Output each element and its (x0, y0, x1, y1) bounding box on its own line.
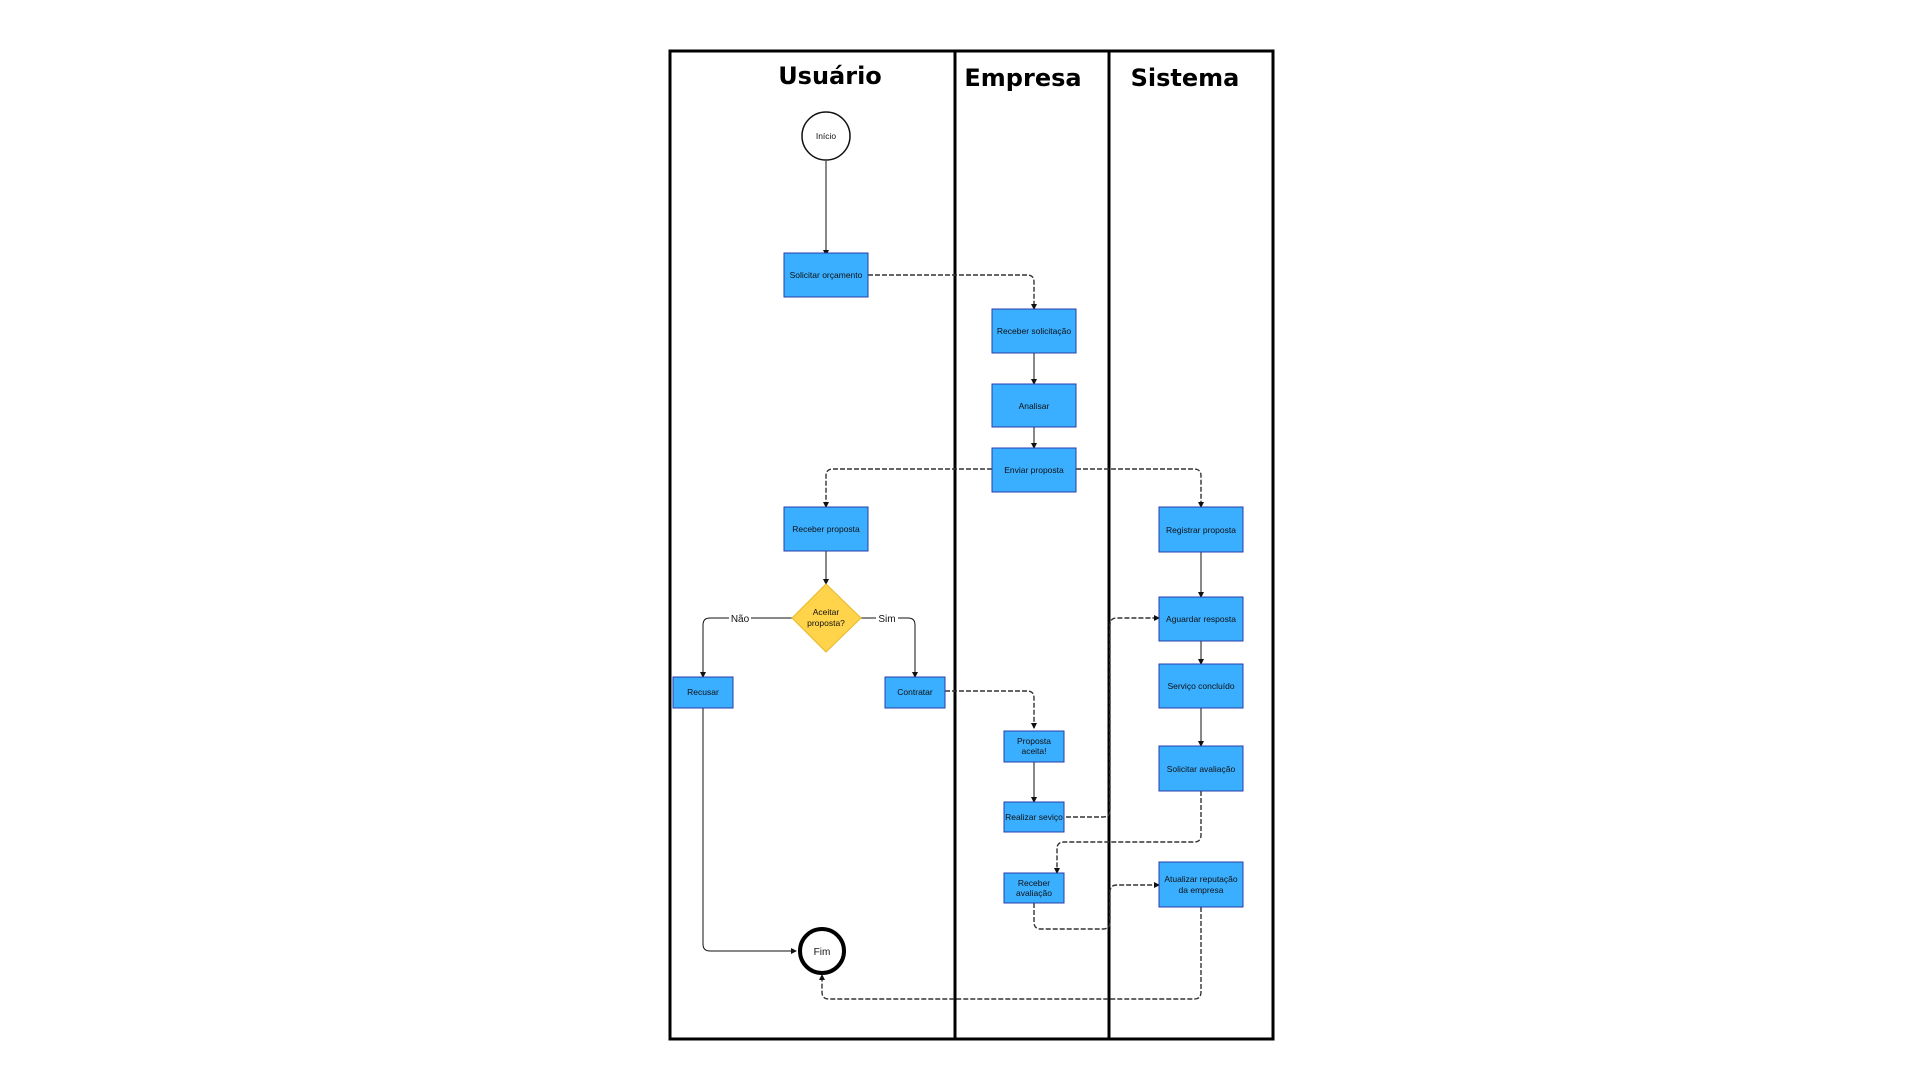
node-atualizar-reputacao[interactable]: Atualizar reputação da empresa (1158, 861, 1244, 908)
start-event-circle (801, 111, 851, 161)
node-realizar-servico-label: Realizar seviço (1005, 812, 1063, 822)
node-receber-avaliacao-label-1: Receber (1018, 878, 1050, 888)
node-contratar[interactable]: Contratar (884, 676, 946, 709)
node-proposta-aceita-label-2: aceita! (1021, 746, 1046, 756)
task-box (1003, 872, 1065, 904)
task-box (1003, 801, 1065, 833)
node-aceitar-proposta-label-2: proposta? (807, 618, 845, 628)
node-recusar-label: Recusar (687, 687, 719, 697)
task-box (1158, 861, 1244, 908)
node-servico-concluido[interactable]: Serviço concluído (1158, 663, 1244, 709)
task-box (783, 252, 869, 298)
node-receber-avaliacao[interactable]: Receber avaliação (1003, 872, 1065, 904)
node-fim-label: Fim (814, 947, 831, 958)
node-solicitar-avaliacao[interactable]: Solicitar avaliação (1158, 745, 1244, 792)
end-event-circle (798, 927, 846, 975)
node-proposta-aceita[interactable]: Proposta aceita! (1003, 730, 1065, 763)
msg-realizar-aguardar (1066, 615, 1160, 818)
msg-enviar-sistema (1076, 468, 1204, 508)
node-receber-solicitacao[interactable]: Receber solicitação (991, 308, 1077, 354)
task-box (991, 383, 1077, 428)
node-analisar-label: Analisar (1019, 401, 1050, 411)
edge-label-nao: Não (731, 614, 750, 625)
task-box (783, 506, 869, 552)
msg-enviar-usuario (823, 468, 992, 508)
label-bg-sim (876, 611, 898, 625)
lane-title-sistema: Sistema (1131, 64, 1240, 92)
node-registrar-proposta[interactable]: Registrar proposta (1158, 506, 1244, 553)
lane-title-usuario: Usuário (778, 62, 882, 90)
task-box (1158, 506, 1244, 553)
node-receber-avaliacao-label-2: avaliação (1016, 888, 1052, 898)
lane-title-empresa: Empresa (964, 64, 1081, 92)
node-solicitar-avaliacao-label: Solicitar avaliação (1167, 764, 1236, 774)
edge-label-sim: Sim (878, 614, 895, 625)
task-box (884, 676, 946, 709)
node-recusar[interactable]: Recusar (672, 676, 734, 709)
node-aceitar-proposta-label-1: Aceitar (813, 607, 840, 617)
node-aguardar-resposta-label: Aguardar resposta (1166, 614, 1236, 624)
node-receber-solicitacao-label: Receber solicitação (997, 326, 1071, 336)
node-receber-proposta-label: Receber proposta (792, 524, 860, 534)
node-atualizar-reputacao-label-1: Atualizar reputação (1164, 874, 1238, 884)
node-aguardar-resposta[interactable]: Aguardar resposta (1158, 596, 1244, 642)
node-servico-concluido-label: Serviço concluído (1167, 681, 1234, 691)
node-aceitar-proposta[interactable]: Aceitar proposta? (791, 583, 862, 653)
msg-receber-aval-atualizar (1033, 882, 1160, 930)
node-realizar-servico[interactable]: Realizar seviço (1003, 801, 1065, 833)
node-fim[interactable]: Fim (798, 927, 846, 975)
solid-flows (700, 161, 1204, 954)
node-proposta-aceita-label-1: Proposta (1017, 736, 1051, 746)
node-solicitar-orcamento-label: Solicitar orçamento (790, 270, 863, 280)
msg-atualizar-fim (819, 907, 1202, 1000)
node-atualizar-reputacao-label-2: da empresa (1179, 885, 1224, 895)
node-inicio-label: Início (816, 131, 837, 141)
node-inicio[interactable]: Início (801, 111, 851, 161)
node-registrar-proposta-label: Registrar proposta (1166, 525, 1236, 535)
flow-decisao-sim (861, 617, 918, 678)
task-box (672, 676, 734, 709)
task-box (1003, 730, 1065, 763)
node-enviar-proposta[interactable]: Enviar proposta (991, 447, 1077, 493)
msg-solicitar-aval-receber (1054, 791, 1202, 874)
label-bg-nao (729, 611, 751, 625)
task-box (1158, 596, 1244, 642)
task-box (991, 447, 1077, 493)
node-analisar[interactable]: Analisar (991, 383, 1077, 428)
task-box (1158, 745, 1244, 792)
flow-decisao-nao (700, 617, 792, 678)
message-flows (819, 274, 1204, 1000)
node-receber-proposta[interactable]: Receber proposta (783, 506, 869, 552)
msg-contratar-aceita (945, 690, 1037, 729)
flow-recusar-fim (702, 708, 797, 954)
swimlanes: Usuário Empresa Sistema (668, 49, 1275, 1041)
task-box (1158, 663, 1244, 709)
task-box (991, 308, 1077, 354)
decision-diamond (791, 583, 862, 653)
node-contratar-label: Contratar (897, 687, 933, 697)
pool-border (668, 49, 1275, 1041)
msg-solicitar-receber (868, 274, 1037, 310)
node-enviar-proposta-label: Enviar proposta (1004, 465, 1064, 475)
node-solicitar-orcamento[interactable]: Solicitar orçamento (783, 252, 869, 298)
edge-labels: Não Sim (729, 611, 898, 625)
